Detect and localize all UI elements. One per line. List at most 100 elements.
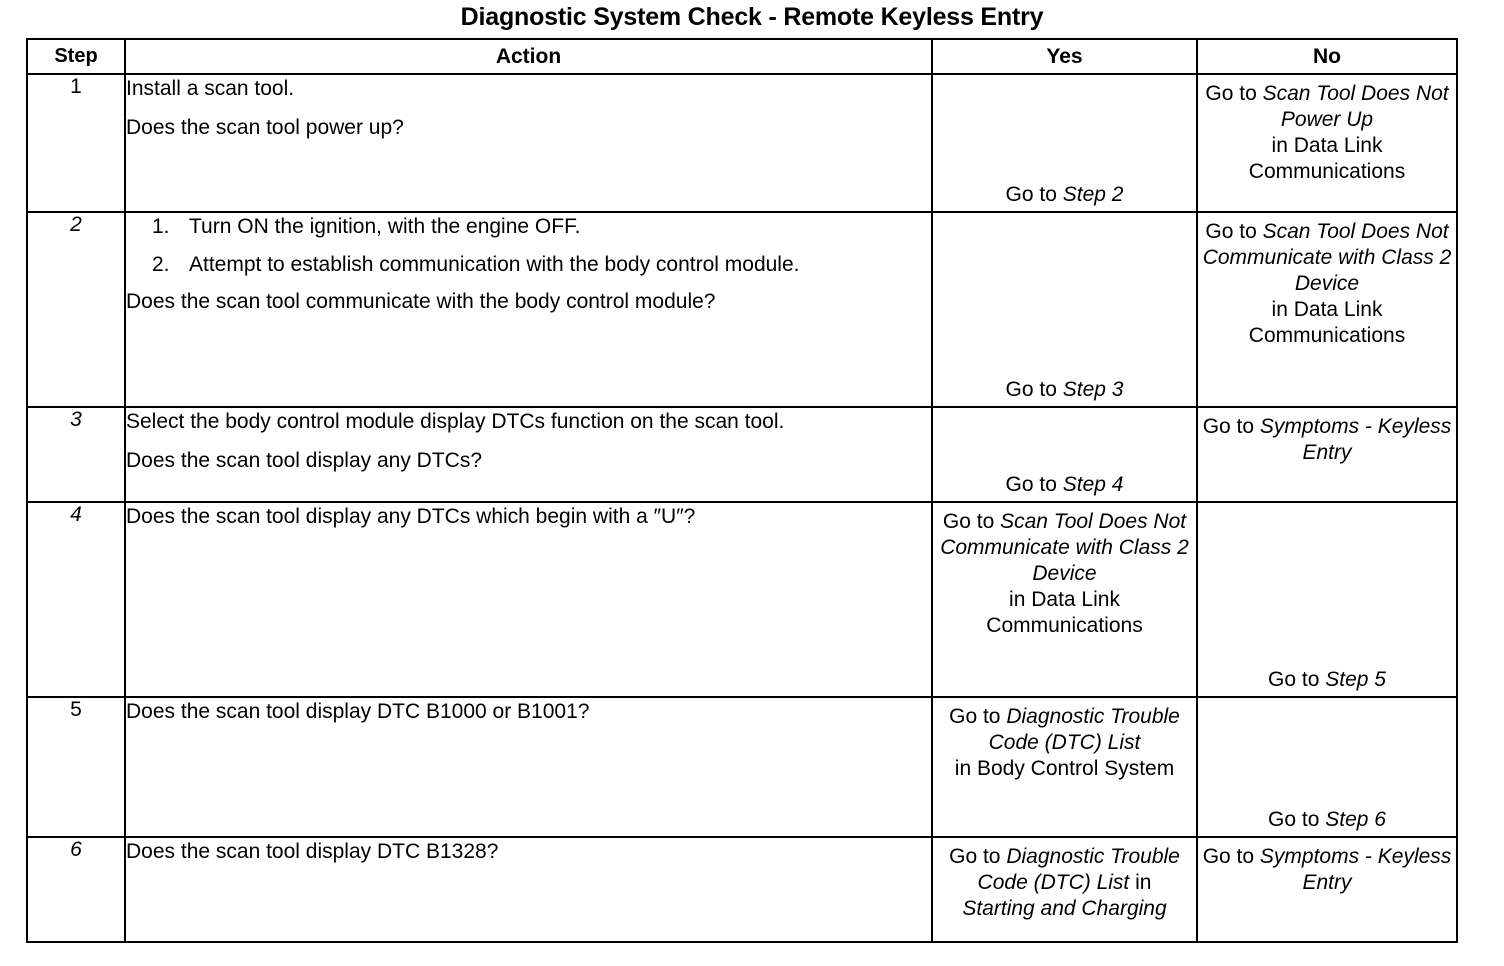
action-cell: Does the scan tool display DTC B1000 or … (124, 696, 933, 838)
step-number-cell: 1 (26, 73, 126, 213)
no-result-cell: Go to Symptoms - Keyless Entry (1196, 836, 1458, 943)
no-result-cell: Go to Step 6 (1196, 696, 1458, 838)
goto-prefix: Go to (1268, 808, 1326, 831)
goto-prefix: Go to (942, 510, 1001, 533)
goto-prefix: Go to (949, 705, 1007, 728)
table-body: 1 Install a scan tool. Does the scan too… (26, 73, 1458, 943)
goto-target: Symptoms - Keyless Entry (1259, 415, 1452, 464)
no-result-text: Go to Symptoms - Keyless Entry (1198, 408, 1456, 470)
yes-result-cell: Go to Diagnostic Trouble Code (DTC) List… (931, 696, 1198, 838)
action-step-list: 1. Turn ON the ignition, with the engine … (126, 213, 931, 278)
table-header-row: Step Action Yes No (26, 38, 1458, 75)
table-row: 4 Does the scan tool display any DTCs wh… (26, 501, 1458, 698)
no-result-text: Go to Step 6 (1198, 807, 1456, 833)
column-header-step: Step (26, 38, 126, 75)
yes-result-text: Go to Step 3 (933, 377, 1196, 403)
yes-result-text: Go to Step 2 (933, 182, 1196, 208)
yes-result-cell: Go to Diagnostic Trouble Code (DTC) List… (931, 836, 1198, 943)
table-row: 3 Select the body control module display… (26, 406, 1458, 503)
goto-prefix: Go to (1005, 378, 1063, 401)
yes-result-cell: Go to Step 2 (931, 73, 1198, 213)
no-result-text: Go to Step 5 (1198, 667, 1456, 693)
list-item: 1. Turn ON the ignition, with the engine … (126, 213, 931, 240)
yes-result-cell: Go to Scan Tool Does Not Communicate wit… (931, 501, 1198, 698)
action-text: Does the scan tool power up? (126, 116, 404, 139)
action-text: Does the scan tool communicate with the … (126, 290, 716, 313)
yes-result-text: Go to Diagnostic Trouble Code (DTC) List… (933, 838, 1196, 926)
goto-prefix: Go to (949, 845, 1007, 868)
table-row: 1 Install a scan tool. Does the scan too… (26, 73, 1458, 213)
step-number-cell: 5 (26, 696, 126, 838)
goto-prefix: Go to (1005, 473, 1063, 496)
action-cell: Does the scan tool display DTC B1328? (124, 836, 933, 943)
goto-suffix: in Data Link Communications (1248, 134, 1406, 183)
goto-target: Diagnostic Trouble Code (DTC) List (977, 845, 1180, 894)
no-result-text: Go to Scan Tool Does Not Communicate wit… (1198, 213, 1456, 353)
goto-prefix: Go to (1202, 415, 1260, 438)
goto-target: Symptoms - Keyless Entry (1259, 845, 1452, 894)
goto-target: Scan Tool Does Not Communicate with Clas… (1202, 220, 1452, 295)
diagnostic-table: Step Action Yes No 1 Install a scan tool… (26, 38, 1458, 943)
step-number: 5 (70, 698, 82, 721)
step-number: 6 (70, 838, 82, 861)
no-result-cell: Go to Step 5 (1196, 501, 1458, 698)
goto-connector: in (1129, 871, 1152, 894)
table-row: 2 1. Turn ON the ignition, with the engin… (26, 211, 1458, 408)
goto-prefix: Go to (1205, 82, 1263, 105)
goto-suffix: in Data Link Communications (986, 588, 1143, 637)
action-text: Does the scan tool display any DTCs? (126, 449, 483, 472)
action-cell: Does the scan tool display any DTCs whic… (124, 501, 933, 698)
page-title: Diagnostic System Check - Remote Keyless… (460, 3, 1044, 31)
table-row: 6 Does the scan tool display DTC B1328? … (26, 836, 1458, 943)
goto-suffix: in Data Link Communications (1248, 298, 1406, 347)
list-marker: 1. (152, 215, 170, 238)
action-cell: 1. Turn ON the ignition, with the engine … (124, 211, 933, 408)
yes-result-text: Go to Diagnostic Trouble Code (DTC) List… (933, 698, 1196, 786)
yes-result-text: Go to Step 4 (933, 472, 1196, 498)
goto-prefix: Go to (1005, 183, 1063, 206)
goto-target: Scan Tool Does Not Power Up (1262, 82, 1449, 131)
goto-target: Step 5 (1325, 668, 1386, 691)
step-number-cell: 4 (26, 501, 126, 698)
goto-target-secondary: Starting and Charging (962, 897, 1167, 920)
yes-result-cell: Go to Step 3 (931, 211, 1198, 408)
goto-target: Step 6 (1325, 808, 1386, 831)
table-header: Step Action Yes No (26, 38, 1458, 75)
column-header-yes: Yes (931, 38, 1198, 75)
goto-suffix: in Body Control System (954, 757, 1175, 780)
goto-target: Step 3 (1062, 378, 1124, 401)
action-text: Does the scan tool display DTC B1328? (126, 840, 499, 863)
goto-target: Diagnostic Trouble Code (DTC) List (988, 705, 1180, 754)
goto-target: Step 4 (1062, 473, 1124, 496)
action-cell: Install a scan tool. Does the scan tool … (124, 73, 933, 213)
step-number-cell: 3 (26, 406, 126, 503)
list-item-text: Attempt to establish communication with … (189, 253, 800, 276)
column-header-action: Action (124, 38, 933, 75)
step-number: 1 (70, 75, 82, 98)
no-result-cell: Go to Scan Tool Does Not Communicate wit… (1196, 211, 1458, 408)
action-text: Does the scan tool display DTC B1000 or … (126, 700, 590, 723)
action-text: Select the body control module display D… (126, 410, 785, 433)
column-header-no: No (1196, 38, 1458, 75)
step-number: 2 (70, 213, 82, 236)
yes-result-cell: Go to Step 4 (931, 406, 1198, 503)
goto-prefix: Go to (1205, 220, 1263, 243)
goto-prefix: Go to (1202, 845, 1260, 868)
goto-target: Step 2 (1062, 183, 1124, 206)
goto-target: Scan Tool Does Not Communicate with Clas… (940, 510, 1189, 585)
diagnostic-table-wrapper: Step Action Yes No 1 Install a scan tool… (26, 38, 1458, 943)
step-number-cell: 2 (26, 211, 126, 408)
step-number-cell: 6 (26, 836, 126, 943)
no-result-text: Go to Symptoms - Keyless Entry (1198, 838, 1456, 900)
goto-prefix: Go to (1268, 668, 1326, 691)
no-result-cell: Go to Symptoms - Keyless Entry (1196, 406, 1458, 503)
list-item: 2.Attempt to establish communication wit… (126, 251, 931, 278)
action-cell: Select the body control module display D… (124, 406, 933, 503)
action-text: Install a scan tool. (126, 77, 295, 100)
list-item-text: Turn ON the ignition, with the engine OF… (189, 215, 581, 238)
yes-result-text: Go to Scan Tool Does Not Communicate wit… (933, 503, 1196, 643)
action-text: Does the scan tool display any DTCs whic… (126, 505, 696, 528)
